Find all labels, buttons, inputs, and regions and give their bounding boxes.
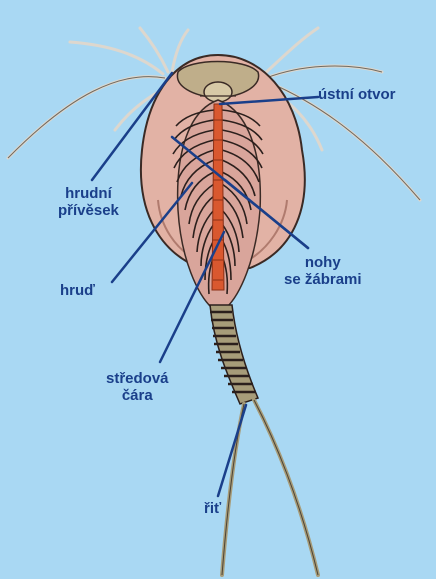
label-midline-line-2: čára: [106, 387, 169, 404]
label-gill-legs: nohy se žábrami: [284, 254, 362, 288]
midline: [212, 104, 224, 290]
label-thoracic-appendage-line-2: přívěsek: [58, 202, 119, 219]
label-thoracic-appendage: hrudní přívěsek: [58, 185, 119, 219]
label-gill-legs-line-2: se žábrami: [284, 271, 362, 288]
label-thoracic-appendage-line-1: hrudní: [58, 185, 119, 202]
tail-filaments: [222, 400, 318, 575]
label-gill-legs-line-1: nohy: [284, 254, 362, 271]
label-thorax: hruď: [60, 282, 95, 299]
label-anus: řiť: [204, 500, 221, 517]
label-midline-line-1: středová: [106, 370, 169, 387]
label-mouth: ústní otvor: [318, 86, 396, 103]
label-midline: středová čára: [106, 370, 169, 404]
